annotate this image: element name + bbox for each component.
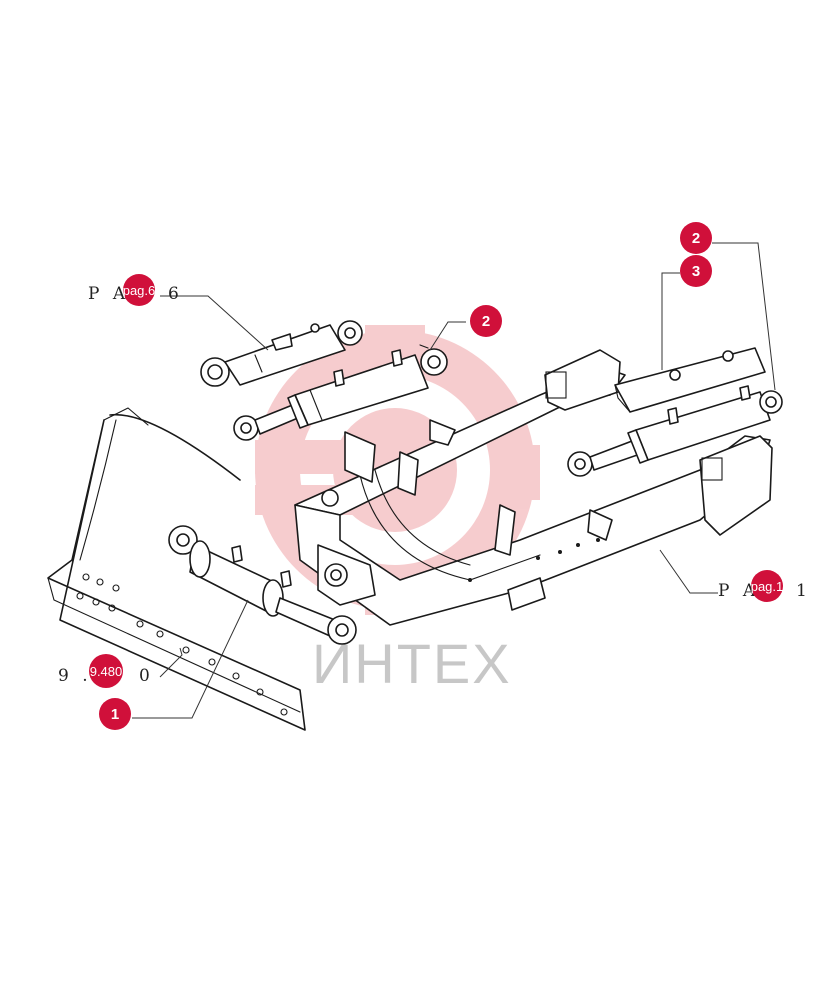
reference-left: P A pag.6 6 <box>88 274 183 306</box>
leader-callout-1 <box>132 599 249 719</box>
callout-2-top-right-label: 2 <box>692 230 700 247</box>
reference-right-suffix: 1 <box>796 581 811 601</box>
reference-left-suffix: 6 <box>168 284 183 304</box>
page-badge-left <box>123 274 155 306</box>
hydraulic-cylinder-lower <box>168 525 357 645</box>
page-badge-blade-label: 9.480 <box>90 664 123 679</box>
mounting-plate <box>614 347 766 413</box>
reference-right: P A pag.1 1 <box>718 570 811 602</box>
page-badge-blade <box>89 654 123 688</box>
leader-ref-left <box>160 295 269 351</box>
callout-3-label: 3 <box>692 263 700 280</box>
callout-1[interactable]: 1 <box>99 698 131 730</box>
callout-2-top-right[interactable]: 2 <box>680 222 712 254</box>
callout-2-middle[interactable]: 2 <box>470 305 502 337</box>
page-badge-left-label: pag.6 <box>123 283 156 298</box>
leader-callout-2-middle <box>429 321 466 351</box>
page-badge-right <box>751 570 783 602</box>
reference-left-prefix: P A <box>88 284 129 304</box>
reference-blade: 9 . 9.480 0 <box>58 654 154 688</box>
leader-ref-right <box>659 549 718 594</box>
callout-1-label: 1 <box>111 706 119 723</box>
leader-callout-3 <box>661 272 680 370</box>
leader-callout-2-right <box>712 242 776 391</box>
reference-right-prefix: P A <box>718 581 759 601</box>
reference-blade-suffix: 0 <box>139 666 154 686</box>
cylinder-reference-left <box>200 320 363 387</box>
hydraulic-cylinder-middle <box>233 344 448 441</box>
dozer-blade <box>47 407 306 731</box>
hydraulic-cylinder-right <box>567 385 783 477</box>
blade-bolt-holes <box>76 573 288 716</box>
page-badge-right-label: pag.1 <box>751 579 784 594</box>
leader-ref-blade <box>159 647 183 678</box>
push-frame <box>294 349 773 626</box>
callout-3[interactable]: 3 <box>680 255 712 287</box>
callout-2-middle-label: 2 <box>482 313 490 330</box>
reference-blade-prefix: 9 . <box>58 666 92 686</box>
